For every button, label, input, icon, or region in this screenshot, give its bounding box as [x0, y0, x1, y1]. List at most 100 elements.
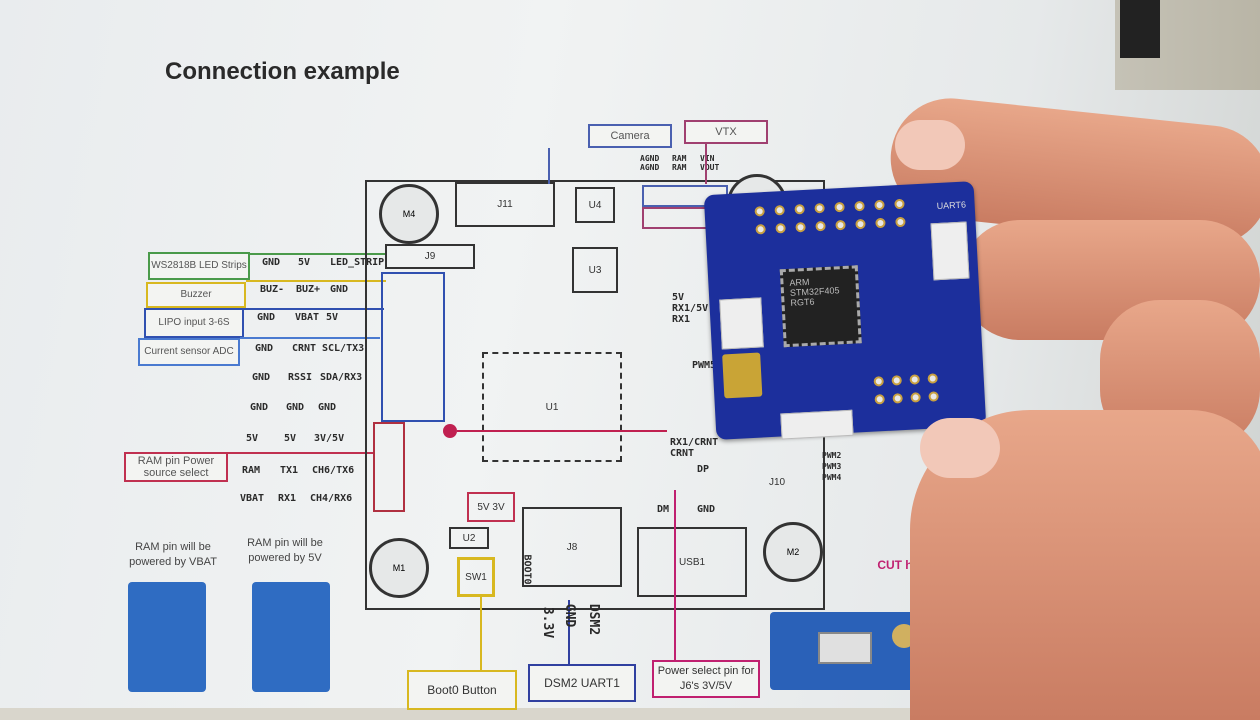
- pin-label: VBAT: [295, 312, 320, 323]
- dsm-pin-3v3: 3.3V: [540, 606, 556, 639]
- pcb-pad: [874, 199, 885, 211]
- pin-label: CH4/RX6: [310, 493, 353, 504]
- pcb-pad: [910, 392, 921, 403]
- connector-j8: J8: [522, 507, 622, 587]
- pin-label: BUZ+: [296, 284, 321, 295]
- connector-line: [568, 600, 570, 668]
- pcb-pad: [891, 375, 902, 386]
- solder-pad: [818, 632, 872, 664]
- pin-label: RX1: [278, 493, 297, 504]
- fingernail: [895, 120, 965, 170]
- label-current-sensor: Current sensor ADC: [138, 338, 240, 366]
- dm-label: DM: [657, 504, 670, 515]
- pin-label: BUZ-: [260, 284, 285, 295]
- thumbnail: [920, 418, 1000, 478]
- header-j5: [381, 272, 445, 422]
- pcb-pad: [928, 391, 939, 402]
- jst-connector-bottom: [780, 409, 854, 440]
- note-vbat: RAM pin will be powered by VBAT: [129, 541, 217, 568]
- pin-label: 5V: [298, 257, 311, 268]
- pcb-pad: [927, 373, 938, 384]
- connector-j10: J10: [768, 476, 786, 488]
- pin-label: GND: [318, 402, 337, 413]
- pcb-pad: [754, 206, 765, 217]
- dsm-pin-dsm2: DSM2: [586, 603, 602, 636]
- pin-label-agnd: AGND AGND: [640, 154, 660, 172]
- connector-line: [250, 253, 385, 255]
- pcb-photo-5v: [252, 582, 330, 692]
- connector-line: [457, 430, 667, 432]
- pin-label: GND: [257, 312, 276, 323]
- pcb-pad: [755, 224, 766, 235]
- pin-label: 3V/5V: [314, 433, 345, 444]
- label-power-select-pin: Power select pin for J6's 3V/5V: [652, 660, 760, 698]
- pin-label: CRNT: [292, 343, 317, 354]
- pcb-pad: [855, 218, 866, 230]
- jst-connector-uart6: [930, 221, 970, 281]
- label-vtx: VTX: [684, 120, 768, 144]
- connector-line: [548, 148, 550, 184]
- button-sw1: SW1: [457, 557, 495, 597]
- micro-usb-port: [722, 352, 763, 399]
- chip-u2: U2: [449, 527, 489, 549]
- dsm-pin-gnd: GND: [562, 603, 578, 628]
- pin-label: GND: [255, 343, 274, 354]
- pin-label-ram: RAM RAM: [672, 154, 687, 172]
- pin-label: SCL/TX3: [322, 343, 365, 354]
- connector-line: [244, 308, 384, 310]
- connector-j11: J11: [455, 182, 555, 227]
- flight-controller-pcb: ARM STM32F405 RGT6 UART6: [703, 181, 987, 440]
- label-dsm2-uart1: DSM2 UART1: [528, 664, 636, 702]
- chip-u4: U4: [575, 187, 615, 223]
- pin-label: RSSI: [288, 372, 313, 383]
- usb1-port: USB1: [637, 527, 747, 597]
- connector-line: [674, 490, 676, 660]
- pcb-pad: [909, 374, 920, 385]
- boot0-label: BOOT0: [521, 554, 533, 585]
- pin-label: CH6/TX6: [312, 465, 355, 476]
- pwm-labels: PWM2 PWM3 PWM4: [822, 451, 842, 482]
- label-boot0-button: Boot0 Button: [407, 670, 517, 710]
- pin-label: SDA/RX3: [320, 372, 363, 383]
- pwm5-label: PWM5: [692, 360, 717, 371]
- connector-line: [228, 452, 373, 454]
- pcb-pad: [892, 393, 903, 404]
- highlight-dot: [443, 424, 457, 438]
- mount-hole-m2: M2: [763, 522, 823, 582]
- pcb-pad: [774, 205, 785, 216]
- pcb-pad: [794, 203, 805, 215]
- pcb-pad: [894, 198, 905, 210]
- connector-line: [240, 337, 380, 339]
- pin-label: LED_STRIP: [330, 257, 385, 268]
- pin-label: 5V: [326, 312, 339, 323]
- label-lipo-input: LIPO input 3-6S: [144, 308, 244, 338]
- rx1-5v-label: 5V RX1/5V RX1: [672, 292, 709, 325]
- pcb-pad: [873, 376, 885, 387]
- gnd-label: GND: [697, 504, 716, 515]
- rx1-crnt-label: RX1/CRNT CRNT: [670, 437, 719, 459]
- chip-u3: U3: [572, 247, 618, 293]
- pcb-pad: [795, 221, 806, 233]
- pcb-pad: [814, 202, 825, 214]
- pin-label: 5V: [284, 433, 297, 444]
- mcu-chip: ARM STM32F405 RGT6: [779, 265, 862, 348]
- pin-label: GND: [330, 284, 349, 295]
- pin-label: GND: [250, 402, 269, 413]
- mount-hole-m4: M4: [379, 184, 439, 244]
- jst-connector: [719, 297, 764, 350]
- pcb-photo-vbat: [128, 582, 206, 692]
- pcb-pad: [895, 216, 906, 228]
- uart6-label: UART6: [936, 199, 967, 212]
- background-object: [1120, 0, 1160, 58]
- pin-label: GND: [262, 257, 281, 268]
- pin-label: GND: [286, 402, 305, 413]
- label-ram-power-select: RAM pin Power source select: [124, 452, 228, 482]
- connector-line: [246, 280, 386, 282]
- header-j9: J9: [385, 244, 475, 269]
- connector-line: [480, 597, 482, 670]
- pin-label: RAM: [242, 465, 261, 476]
- pin-label: TX1: [280, 465, 299, 476]
- pin-label-vin-vout: VIN VOUT: [700, 154, 720, 172]
- pcb-pad: [854, 200, 865, 212]
- jumper-3v-5v: 5V 3V: [467, 492, 515, 522]
